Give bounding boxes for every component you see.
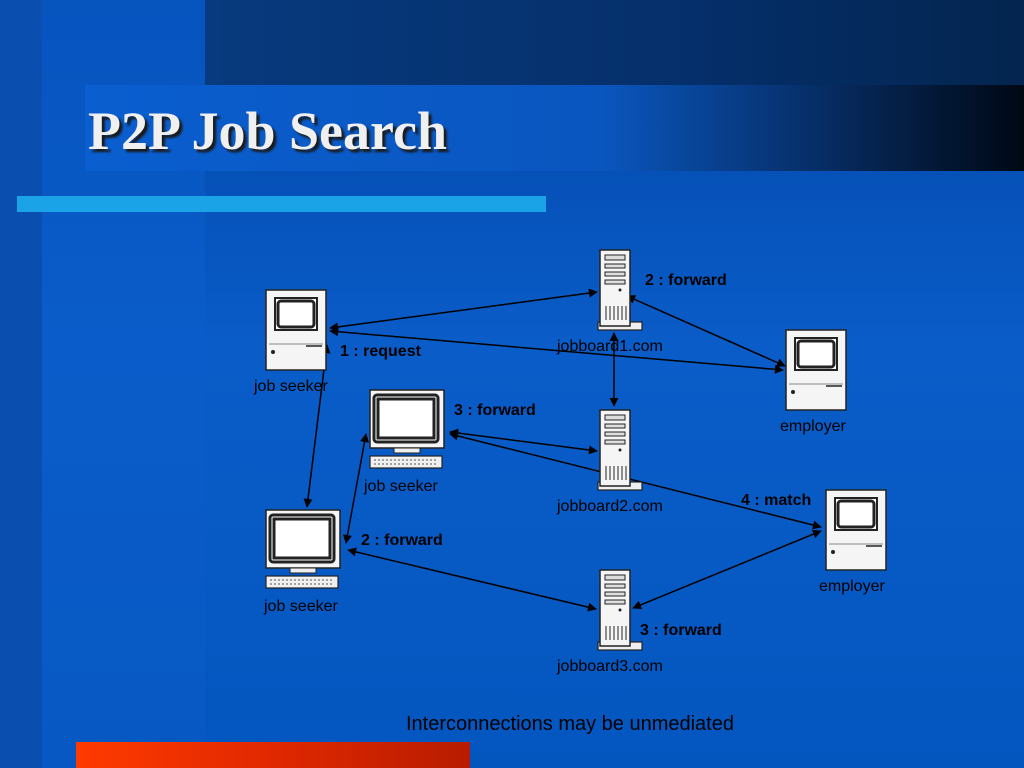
edge-seeker3-board3 bbox=[347, 547, 597, 612]
server-icon bbox=[597, 409, 643, 491]
edge-label-request: 1 : request bbox=[340, 343, 422, 360]
node-employer2: employer bbox=[819, 488, 888, 595]
title-band bbox=[85, 85, 1024, 171]
computer-icon bbox=[824, 488, 888, 572]
node-board2: jobboard2.com bbox=[556, 409, 663, 515]
edge-seeker1-board1 bbox=[329, 288, 598, 332]
node-seeker2: job seeker bbox=[363, 388, 446, 495]
edge-label-forward: 3 : forward bbox=[454, 402, 536, 419]
edge-label-forward: 3 : forward bbox=[640, 622, 722, 639]
node-label: jobboard2.com bbox=[556, 498, 663, 515]
node-employer1: employer bbox=[780, 328, 848, 435]
edge-seeker2-board2 bbox=[449, 428, 598, 455]
top-band bbox=[205, 0, 1024, 85]
server-icon bbox=[597, 249, 643, 331]
bottom-accent-bar bbox=[76, 742, 470, 768]
node-label: jobboard1.com bbox=[556, 338, 663, 355]
node-board1: jobboard1.com bbox=[556, 249, 663, 355]
slide-title: P2P Job Search bbox=[88, 101, 448, 161]
edge-label-forward: 2 : forward bbox=[645, 272, 727, 289]
left-stripe bbox=[0, 0, 42, 768]
slide-caption: Interconnections may be unmediated bbox=[406, 713, 734, 735]
server-icon bbox=[597, 569, 643, 651]
accent-bar bbox=[17, 196, 546, 212]
edge-board1-employer1 bbox=[626, 295, 786, 367]
computer-icon bbox=[264, 288, 328, 372]
node-label: jobboard3.com bbox=[556, 658, 663, 675]
edge-label-forward: 2 : forward bbox=[361, 532, 443, 549]
node-label: job seeker bbox=[263, 598, 338, 615]
edges bbox=[303, 288, 822, 612]
node-label: job seeker bbox=[253, 378, 328, 395]
computer-icon bbox=[264, 508, 342, 590]
node-label: employer bbox=[819, 578, 885, 595]
node-label: job seeker bbox=[363, 478, 438, 495]
computer-icon bbox=[784, 328, 848, 412]
edge-label-match: 4 : match bbox=[741, 492, 811, 509]
node-seeker1: job seeker bbox=[253, 288, 328, 395]
node-seeker3: job seeker bbox=[263, 508, 342, 615]
edge-seeker1-seeker3 bbox=[303, 344, 331, 508]
computer-icon bbox=[368, 388, 446, 470]
edge-board3-employer2 bbox=[632, 529, 822, 610]
edge-seeker2-seeker3 bbox=[343, 433, 369, 544]
node-label: employer bbox=[780, 418, 846, 435]
node-board3: jobboard3.com bbox=[556, 569, 663, 675]
edge-seeker2-employer2 bbox=[449, 431, 822, 530]
